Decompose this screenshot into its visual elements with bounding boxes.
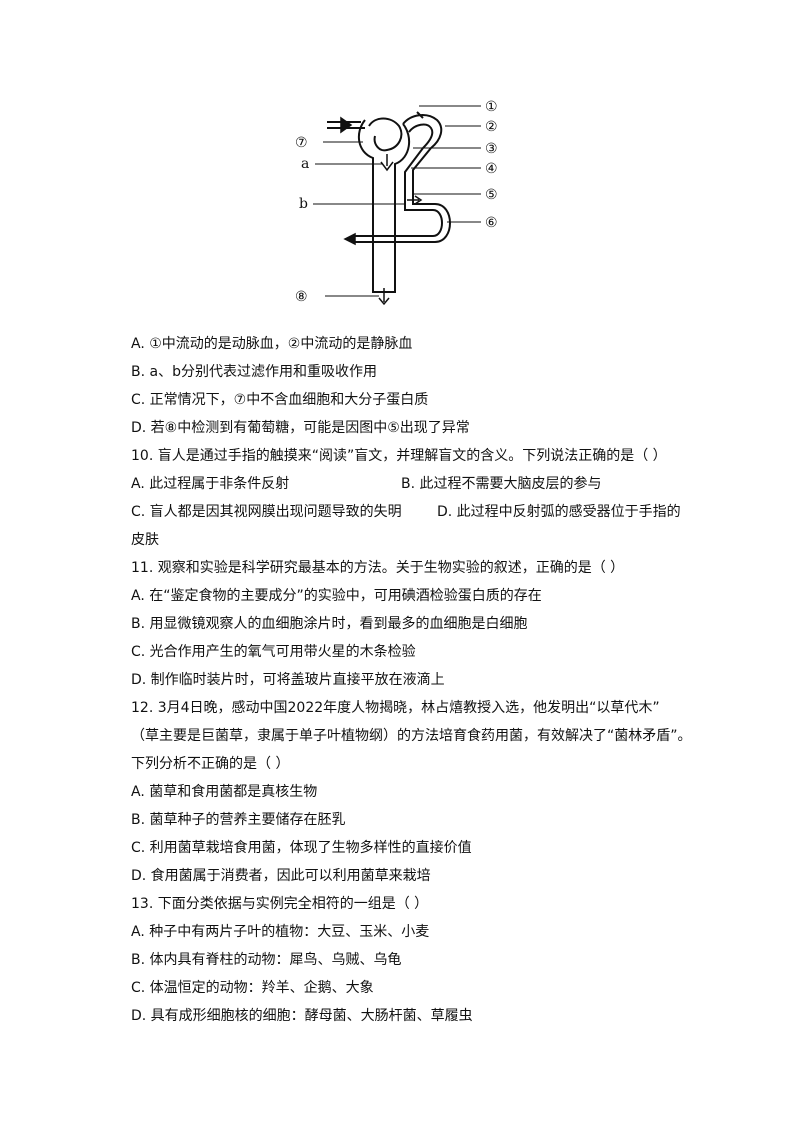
q10-option-d: D. 此过程中反射弧的感受器位于手指的: [437, 504, 681, 520]
label-c5: ⑤: [485, 187, 498, 203]
q13-stem: 13. 下面分类依据与实例完全相符的一组是（ ）: [131, 896, 429, 912]
collecting-duct-shape: [394, 111, 424, 292]
label-c3: ③: [485, 141, 498, 157]
q12-option-a: A. 菌草和食用菌都是真核生物: [131, 784, 318, 800]
nephron-diagram-svg: ① ② ③ ④ ⑤ ⑥ ⑦ a b ⑧: [295, 99, 498, 306]
q10-stem: 10. 盲人是通过手指的触摸来“阅读”盲文，并理解盲文的含义。下列说法正确的是（…: [131, 448, 667, 464]
q11-option-a: A. 在“鉴定食物的主要成分”的实验中，可用碘酒检验蛋白质的存在: [131, 588, 542, 604]
label-c6: ⑥: [485, 215, 498, 231]
renal-capsule-shape: [357, 119, 411, 293]
q12-option-d: D. 食用菌属于消费者，因此可以利用菌草来栽培: [131, 868, 431, 884]
q9-option-d: D. 若⑧中检测到有葡萄糖，可能是因图中⑤出现了异常: [131, 420, 470, 436]
label-b: b: [299, 196, 308, 212]
q11-option-c: C. 光合作用产生的氧气可用带火星的木条检验: [131, 644, 416, 660]
arrow-urine: [378, 288, 390, 306]
q13-option-b: B. 体内具有脊柱的动物：犀鸟、乌贼、乌龟: [131, 952, 402, 968]
q12-option-c: C. 利用菌草栽培食用菌，体现了生物多样性的直接价值: [131, 840, 472, 856]
q10-row-cd: C. 盲人都是因其视网膜出现问题导致的失明 D. 此过程中反射弧的感受器位于手指…: [131, 498, 731, 526]
question-text: A. ①中流动的是动脉血，②中流动的是静脉血 B. a、b分别代表过滤作用和重吸…: [131, 330, 731, 1030]
q10-option-d-cont: 皮肤: [131, 532, 159, 548]
label-c8: ⑧: [295, 289, 308, 305]
label-c7: ⑦: [295, 135, 308, 151]
arrow-a: [380, 154, 394, 172]
renal-tubule-shape: [355, 114, 451, 243]
q13-option-c: C. 体温恒定的动物：羚羊、企鹅、大象: [131, 980, 374, 996]
q9-option-b: B. a、b分别代表过滤作用和重吸收作用: [131, 364, 377, 380]
arrow-b: [407, 195, 423, 205]
q12-stem-line3: 下列分析不正确的是（ ）: [131, 756, 290, 772]
q10-option-b: B. 此过程不需要大脑皮层的参与: [401, 476, 602, 492]
q10-row-ab: A. 此过程属于非条件反射 B. 此过程不需要大脑皮层的参与: [131, 470, 731, 498]
label-c2: ②: [485, 119, 498, 135]
arrow-out: [343, 232, 356, 246]
q11-option-d: D. 制作临时装片时，可将盖玻片直接平放在液滴上: [131, 672, 445, 688]
arrow-in: [340, 116, 353, 134]
label-c4: ④: [485, 161, 498, 177]
q12-stem-line2: （草主要是巨菌草，隶属于单子叶植物纲）的方法培育食药用菌，有效解决了“菌林矛盾”…: [131, 728, 692, 744]
q10-option-a: A. 此过程属于非条件反射: [131, 476, 290, 492]
q12-stem-line1: 12. 3月4日晚，感动中国2022年度人物揭晓，林占熺教授入选，他发明出“以草…: [131, 700, 660, 716]
label-c1: ①: [485, 99, 498, 115]
q12-option-b: B. 菌草种子的营养主要储存在胚乳: [131, 812, 346, 828]
glomerulus-shape: [368, 117, 403, 152]
label-a: a: [301, 156, 309, 172]
q13-option-a: A. 种子中有两片子叶的植物：大豆、玉米、小麦: [131, 924, 430, 940]
q13-option-d: D. 具有成形细胞核的细胞：酵母菌、大肠杆菌、草履虫: [131, 1008, 473, 1024]
q9-option-a: A. ①中流动的是动脉血，②中流动的是静脉血: [131, 336, 413, 352]
q11-option-b: B. 用显微镜观察人的血细胞涂片时，看到最多的血细胞是白细胞: [131, 616, 528, 632]
nephron-diagram: ① ② ③ ④ ⑤ ⑥ ⑦ a b ⑧: [295, 92, 515, 310]
q11-stem: 11. 观察和实验是科学研究最基本的方法。关于生物实验的叙述，正确的是（ ）: [131, 560, 625, 576]
q9-option-c: C. 正常情况下，⑦中不含血细胞和大分子蛋白质: [131, 392, 429, 408]
q10-option-c: C. 盲人都是因其视网膜出现问题导致的失明: [131, 504, 402, 520]
